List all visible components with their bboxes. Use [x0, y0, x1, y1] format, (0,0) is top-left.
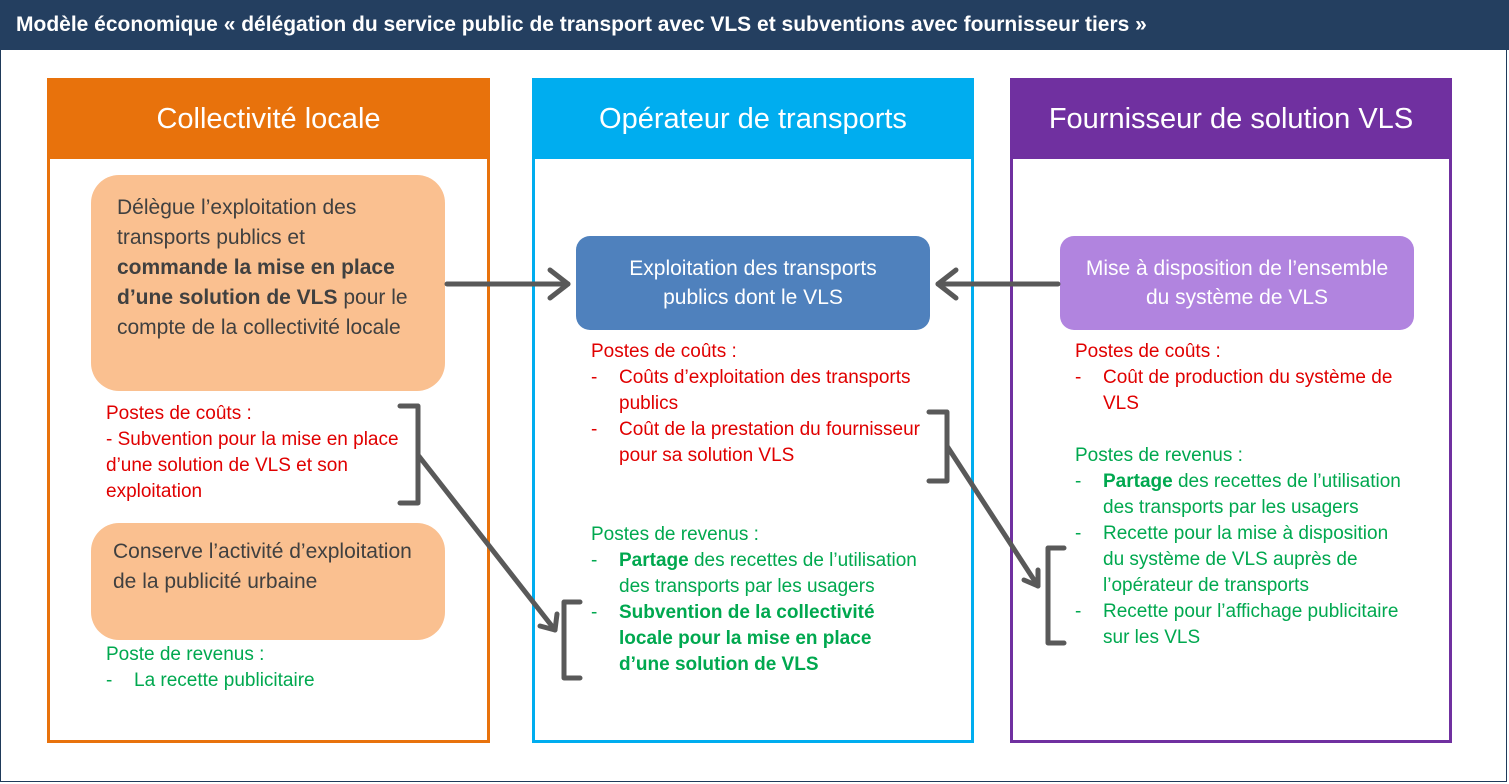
column-fournisseur: Fournisseur de solution VLS — [1010, 78, 1452, 743]
revenue-item: Recette pour l’affichage publicitaire su… — [1103, 601, 1399, 648]
costs-title: Postes de coûts : — [1075, 341, 1221, 362]
revenue-item-subvention: Subvention de la collectivité locale pou… — [619, 602, 875, 675]
revenue-item: Recette pour la mise à disposition du sy… — [1103, 523, 1389, 596]
revenue-title: Postes de revenus : — [1075, 445, 1243, 466]
delegation-text-1: Délègue l’exploitation des transports pu… — [117, 196, 357, 249]
revenue-title: Postes de revenus : — [591, 524, 759, 545]
column-header-operateur: Opérateur de transports — [535, 81, 971, 159]
collectivite-revenue: Poste de revenus : -La recette publicita… — [106, 642, 436, 694]
column-operateur: Opérateur de transports — [532, 78, 974, 743]
revenue-bold: Partage — [619, 550, 689, 571]
operateur-costs: Postes de coûts : -Coûts d’exploitation … — [591, 339, 921, 469]
column-header-fournisseur: Fournisseur de solution VLS — [1013, 81, 1449, 159]
operateur-revenue: Postes de revenus : -Partage des recette… — [591, 522, 921, 678]
revenue-item: des recettes de l’utilisation des transp… — [619, 550, 917, 597]
cost-item: - Subvention pour la mise en place d’une… — [106, 429, 399, 502]
arrow-prestation — [944, 443, 1041, 589]
bracket-operateur-subvention — [561, 599, 583, 681]
exploitation-box: Exploitation des transports publics dont… — [576, 236, 930, 330]
revenue-item: La recette publicitaire — [134, 670, 315, 691]
list-dash: - — [1075, 471, 1082, 492]
page-title: Modèle économique « délégation du servic… — [0, 0, 1509, 50]
list-dash: - — [1075, 367, 1082, 388]
column-header-collectivite: Collectivité locale — [50, 81, 487, 159]
revenue-bold: Partage — [1103, 471, 1173, 492]
bracket-operateur-prestation — [926, 409, 950, 484]
fournisseur-costs: Postes de coûts : -Coût de production du… — [1075, 339, 1405, 417]
mise-a-disposition-box: Mise à disposition de l’ensemble du syst… — [1060, 236, 1414, 330]
list-dash: - — [591, 550, 598, 571]
cost-item: Coûts d’exploitation des transports publ… — [619, 367, 911, 414]
delegation-box: Délègue l’exploitation des transports pu… — [91, 175, 445, 391]
list-dash: - — [591, 419, 598, 440]
list-dash: - — [1075, 523, 1082, 544]
cost-item: Coût de production du système de VLS — [1103, 367, 1393, 414]
list-dash: - — [591, 602, 598, 623]
list-dash: - — [106, 670, 113, 691]
delegation-text-bold: commande la mise en place d’une solution… — [117, 256, 395, 309]
collectivite-costs: Postes de coûts : - Subvention pour la m… — [106, 401, 406, 505]
delegation-text-2: pour le compte de la collectivité locale — [117, 286, 408, 339]
arrow-head-delegation — [547, 267, 571, 301]
costs-title: Postes de coûts : — [591, 341, 737, 362]
costs-title: Postes de coûts : — [106, 403, 252, 424]
publicite-box: Conserve l’activité d’exploitation de la… — [91, 523, 445, 640]
list-dash: - — [591, 367, 598, 388]
cost-item: Coût de la prestation du fournisseur pou… — [619, 419, 921, 466]
bracket-fournisseur-recette — [1045, 545, 1067, 646]
list-dash: - — [1075, 601, 1082, 622]
revenue-title: Poste de revenus : — [106, 644, 265, 665]
arrow-head-prestation — [1021, 567, 1041, 589]
fournisseur-revenue: Postes de revenus : -Partage des recette… — [1075, 443, 1405, 651]
arrow-head-subvention — [537, 611, 560, 633]
revenue-item: des recettes de l’utilisation des transp… — [1103, 471, 1401, 518]
arrow-subvention — [415, 452, 558, 633]
bracket-collectivite-costs — [397, 403, 421, 506]
arrow-head-mise-a-disposition — [935, 267, 959, 301]
